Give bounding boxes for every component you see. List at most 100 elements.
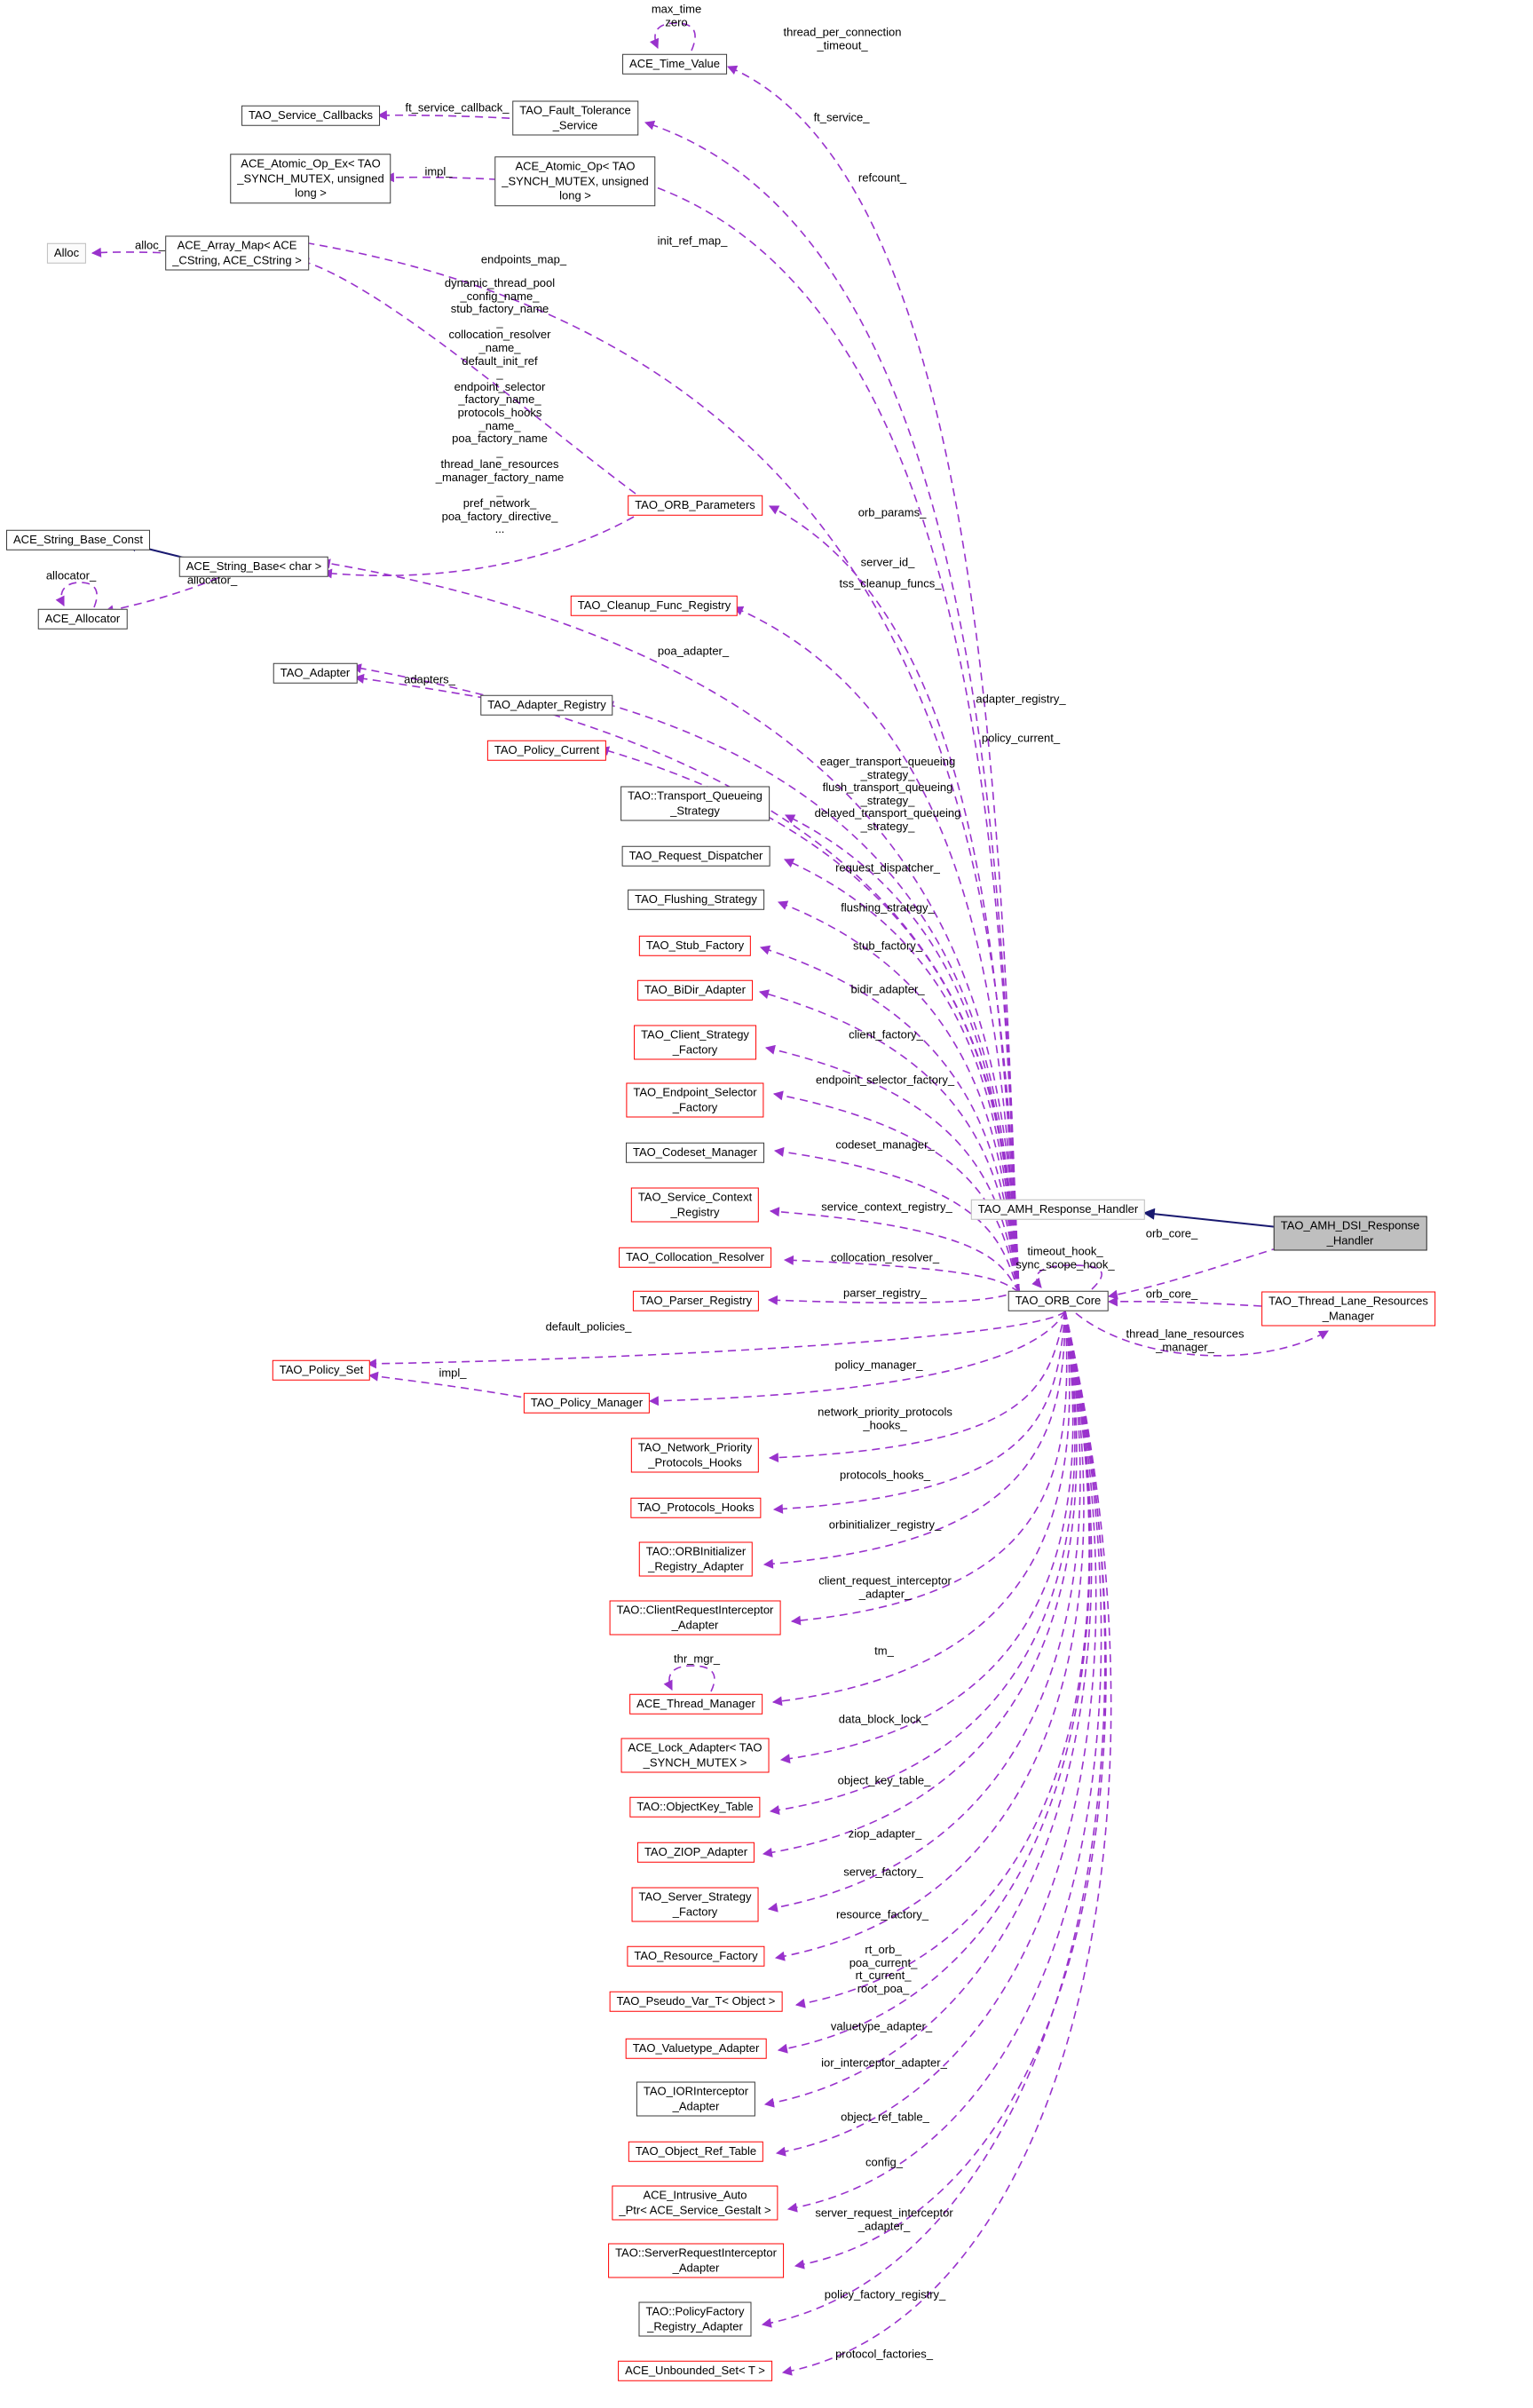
edge-label-impl-policy: impl_ [439,1366,467,1380]
class-node-tao-service-callbacks[interactable]: TAO_Service_Callbacks [241,105,380,126]
edge-orbinitializer-registry [763,1311,1066,1569]
class-node-tao-protocols-hooks[interactable]: TAO_Protocols_Hooks [630,1497,762,1518]
class-node-ace-time-value[interactable]: ACE_Time_Value [622,53,727,75]
edge-thread-lane-resources-manager [1075,1312,1329,1357]
class-node-ace-allocator[interactable]: ACE_Allocator [37,608,128,630]
edge-label-collocation-resolver: collocation_resolver_ [830,1250,940,1264]
edge-ior-interceptor-adapter [763,1311,1093,2108]
edge-protocols-hooks [772,1311,1066,1514]
edge-label-tss-cleanup-funcs: tss_cleanup_funcs_ [839,576,942,590]
class-node-ace-intrusive-auto-ptr[interactable]: ACE_Intrusive_Auto _Ptr< ACE_Service_Ges… [612,2185,778,2221]
class-node-tao-fault-tolerance[interactable]: TAO_Fault_Tolerance _Service [512,100,638,136]
class-node-tao-object-ref-table[interactable]: TAO_Object_Ref_Table [628,2141,764,2162]
edge-loop-max-time-zero [649,22,696,51]
class-node-tao-service-context[interactable]: TAO_Service_Context _Registry [630,1187,760,1223]
class-node-tao-collocation-resolver[interactable]: TAO_Collocation_Resolver [619,1247,771,1268]
class-node-ace-string-base[interactable]: ACE_String_Base< char > [178,556,329,577]
class-node-ace-unbounded-set[interactable]: ACE_Unbounded_Set< T > [618,2360,772,2381]
edge-label-client-request-interceptor-adapter: client_request_interceptor _adapter_ [818,1573,952,1600]
edge-label-object-ref-table: object_ref_table_ [841,2110,929,2124]
edge-loop-allocator [55,582,98,608]
edge-label-init-ref-map: init_ref_map_ [657,234,728,248]
edge-orb-core-from-thread-lane [1107,1296,1262,1307]
class-node-tao-client-strategy[interactable]: TAO_Client_Strategy _Factory [634,1025,756,1060]
edge-label-ft-service: ft_service_ [813,110,870,124]
class-node-tao-policy-current[interactable]: TAO_Policy_Current [486,740,607,761]
class-node-tao-ziop-adapter[interactable]: TAO_ZIOP_Adapter [636,1842,755,1863]
edge-loop-thr-mgr [663,1665,715,1692]
class-node-ace-thread-manager[interactable]: ACE_Thread_Manager [629,1693,763,1715]
class-node-tao-pseudo-var[interactable]: TAO_Pseudo_Var_T< Object > [609,1991,783,2012]
class-node-tao-adapter-registry[interactable]: TAO_Adapter_Registry [480,694,613,716]
edge-flushing-strategy [777,900,1020,1293]
class-node-tao-server-request-interceptor[interactable]: TAO::ServerRequestInterceptor _Adapter [608,2243,784,2278]
edge-label-config: config_ [865,2155,903,2169]
edge-resource-factory [774,1311,1085,1961]
class-node-tao-objectkey-table[interactable]: TAO::ObjectKey_Table [629,1796,761,1818]
edge-label-client-factory: client_factory_ [849,1027,923,1042]
edge-label-data-block-lock: data_block_lock_ [838,1712,928,1726]
class-node-alloc[interactable]: Alloc [46,242,87,264]
class-node-tao-valuetype-adapter[interactable]: TAO_Valuetype_Adapter [625,2038,767,2059]
edge-label-refcount: refcount_ [857,170,907,185]
class-node-tao-stub-factory[interactable]: TAO_Stub_Factory [638,935,752,956]
class-node-tao-client-request-interceptor[interactable]: TAO::ClientRequestInterceptor _Adapter [609,1600,781,1636]
edge-label-orb-core-a: orb_core_ [1145,1226,1198,1240]
edge-label-rt-orb-group: rt_orb_ poa_current_ rt_current_ root_po… [849,1942,918,1995]
edge-label-network-priority-protocols-hooks: network_priority_protocols _hooks_ [818,1405,952,1431]
edge-inherit-amh-response-handler [1142,1208,1278,1228]
class-node-tao-codeset-manager[interactable]: TAO_Codeset_Manager [626,1142,764,1163]
edge-label-orb-params: orb_params_ [857,505,927,519]
edge-orb-parameters-members [321,516,635,579]
class-node-tao-transport-queueing[interactable]: TAO::Transport_Queueing _Strategy [620,786,770,821]
edge-endpoints-map [298,257,636,495]
class-node-tao-policy-manager[interactable]: TAO_Policy_Manager [523,1392,651,1414]
edge-label-transport-queueing-strategies: eager_transport_queueing _strategy_ flus… [814,755,961,834]
class-node-ace-atomic-op[interactable]: ACE_Atomic_Op< TAO _SYNCH_MUTEX, unsigne… [494,156,656,206]
edge-impl-policy [367,1371,535,1400]
edge-stub-factory [759,945,1020,1293]
edge-service-context-registry [769,1207,1020,1293]
edge-label-codeset-manager: codeset_manager_ [835,1137,935,1152]
class-node-tao-request-dispatcher[interactable]: TAO_Request_Dispatcher [621,845,770,867]
class-node-tao-parser-registry[interactable]: TAO_Parser_Registry [632,1290,760,1311]
class-node-tao-orb-core[interactable]: TAO_ORB_Core [1008,1290,1109,1311]
edge-label-parser-registry: parser_registry_ [843,1286,927,1300]
edge-label-allocator: allocator_ [186,573,238,587]
class-node-tao-orb-parameters[interactable]: TAO_ORB_Parameters [628,495,763,516]
class-node-tao-iorinterceptor[interactable]: TAO_IORInterceptor _Adapter [636,2081,756,2117]
class-node-tao-policy-set[interactable]: TAO_Policy_Set [272,1359,371,1381]
class-node-tao-cleanup-func-registry[interactable]: TAO_Cleanup_Func_Registry [570,595,739,616]
edge-config [786,1311,1102,2213]
edge-server-id [320,558,1020,1293]
edge-label-stub-factory: stub_factory_ [852,939,923,953]
edge-protocol-factories [781,1311,1112,2376]
edge-label-service-context-registry: service_context_registry_ [821,1200,952,1214]
edge-label-valuetype-adapter: valuetype_adapter_ [830,2019,933,2033]
class-node-ace-array-map[interactable]: ACE_Array_Map< ACE _CString, ACE_CString… [165,235,309,271]
class-node-tao-thread-lane[interactable]: TAO_Thread_Lane_Resources _Manager [1261,1291,1435,1327]
class-node-tao-policyfactory[interactable]: TAO::PolicyFactory _Registry_Adapter [638,2301,752,2337]
class-node-tao-endpoint-selector[interactable]: TAO_Endpoint_Selector _Factory [626,1082,764,1118]
class-node-ace-lock-adapter[interactable]: ACE_Lock_Adapter< TAO _SYNCH_MUTEX > [620,1738,770,1773]
edge-policy-factory-registry [761,1311,1106,2328]
class-node-tao-bidir-adapter[interactable]: TAO_BiDir_Adapter [637,979,753,1001]
edge-label-adapter-registry: adapter_registry_ [976,692,1066,706]
edge-codeset-manager [773,1146,1020,1293]
class-node-ace-string-base-const[interactable]: ACE_String_Base_Const [6,529,150,551]
class-node-tao-resource-factory[interactable]: TAO_Resource_Factory [627,1945,765,1967]
class-node-tao-flushing-strategy[interactable]: TAO_Flushing_Strategy [628,889,764,910]
class-node-tao-amh-response-handler[interactable]: TAO_AMH_Response_Handler [970,1199,1146,1220]
class-node-tao-orbinitializer[interactable]: TAO::ORBInitializer _Registry_Adapter [638,1541,754,1577]
edge-allocator [103,577,218,615]
class-node-tao-network-priority[interactable]: TAO_Network_Priority _Protocols_Hooks [630,1438,760,1473]
class-node-tao-adapter[interactable]: TAO_Adapter [273,662,358,684]
edge-transport-queueing-strategies [785,814,1020,1293]
class-node-tao-server-strategy[interactable]: TAO_Server_Strategy _Factory [631,1887,759,1922]
edge-tm [771,1311,1071,1707]
edge-label-adapters: adapters_ [404,672,455,686]
edge-label-bidir-adapter: bidir_adapter_ [850,982,925,996]
class-node-ace-atomic-op-ex[interactable]: ACE_Atomic_Op_Ex< TAO _SYNCH_MUTEX, unsi… [230,154,391,203]
